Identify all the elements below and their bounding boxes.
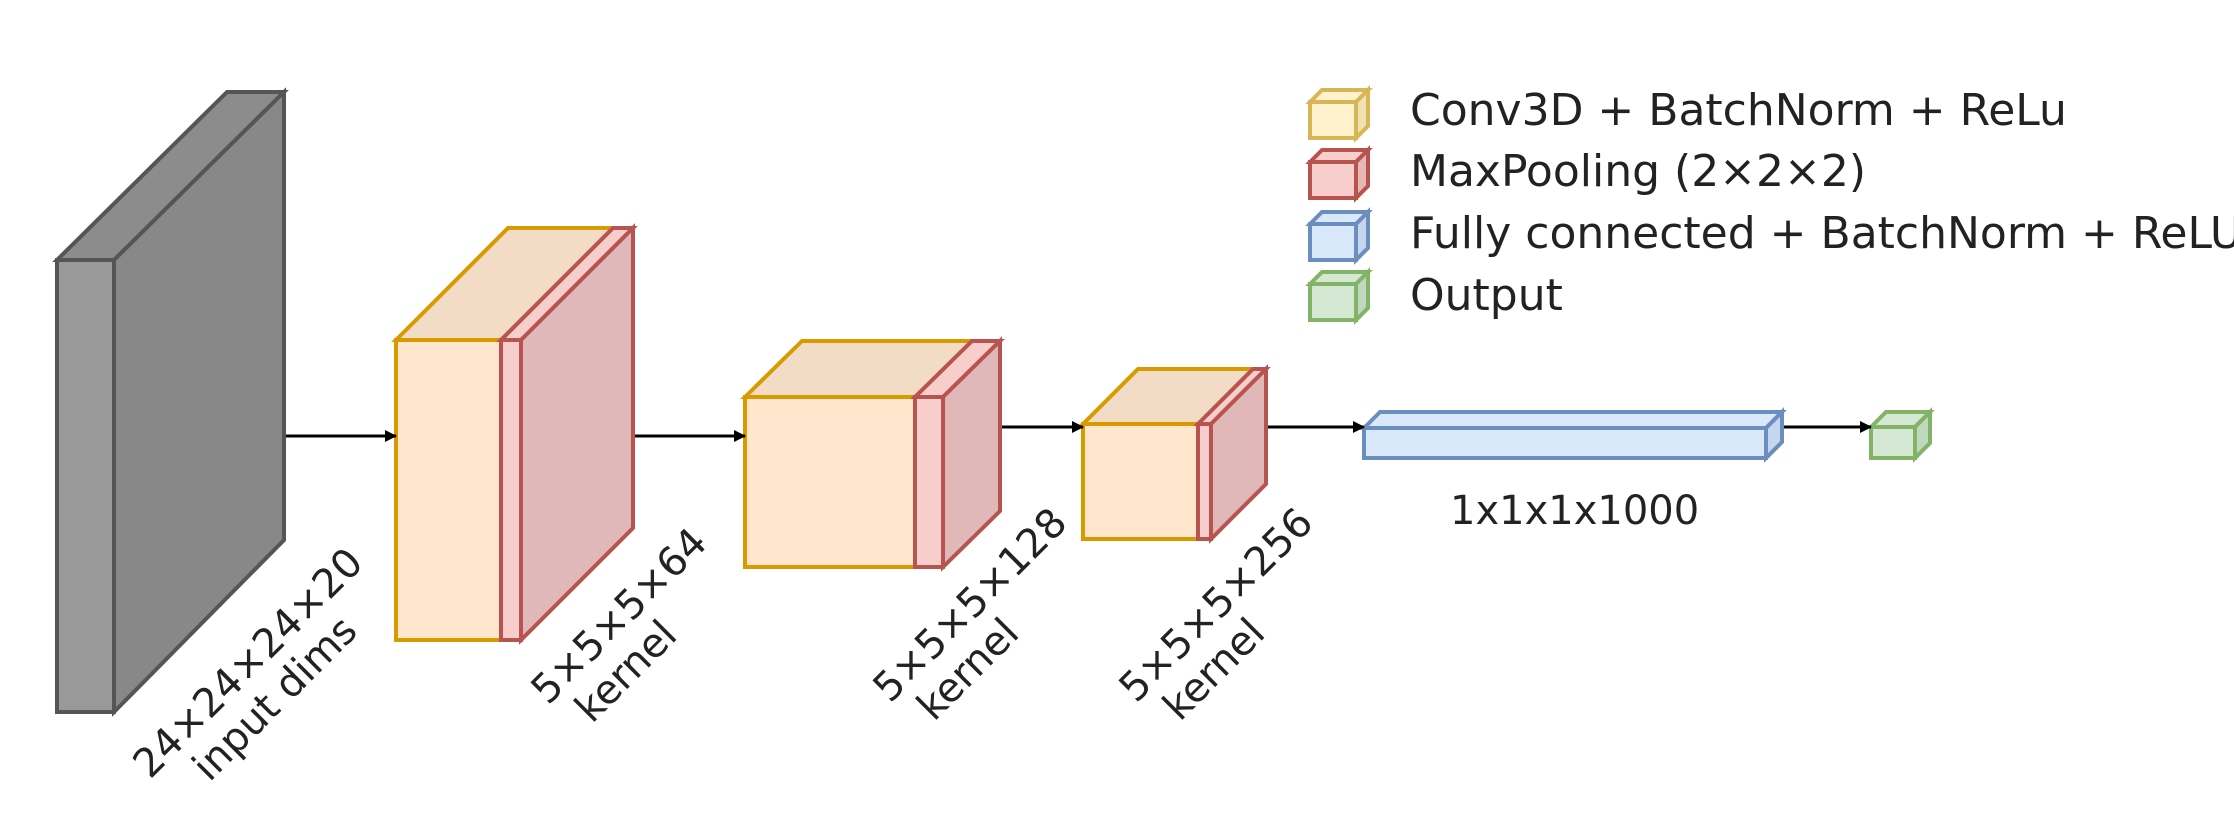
fc-block-front: [1362, 426, 1768, 460]
legend-item-conv: Conv3D + BatchNorm + ReLu: [1305, 85, 2067, 143]
pool-cube-icon: [1305, 145, 1373, 203]
fc-block: [1359, 407, 1787, 463]
pool-block-3-front: [1196, 422, 1213, 541]
legend: Conv3D + BatchNorm + ReLu MaxPooling (2×…: [1305, 85, 2234, 325]
conv-block-1-front: [394, 338, 503, 642]
input-block: [52, 87, 289, 717]
conv-block-1: [391, 223, 638, 645]
arrows: [286, 421, 1872, 442]
legend-item-fc: Fully connected + BatchNorm + ReLU: [1305, 207, 2234, 265]
pool-block-1-front: [499, 338, 523, 642]
fc-cube-icon: [1305, 207, 1373, 265]
legend-item-pool: MaxPooling (2×2×2): [1305, 145, 1866, 203]
conv-block-2-front: [743, 395, 917, 569]
input-block-front: [55, 258, 116, 714]
output-block-front: [1869, 425, 1917, 460]
conv-block-2: [740, 336, 1005, 572]
conv-block-3: [1078, 364, 1271, 544]
legend-label-pool: MaxPooling (2×2×2): [1410, 146, 1866, 197]
fc-dims-label: 1x1x1x1000: [1450, 488, 1699, 534]
legend-item-output: Output: [1305, 267, 1563, 325]
conv-block-3-front: [1081, 422, 1200, 541]
legend-label-conv: Conv3D + BatchNorm + ReLu: [1410, 85, 2067, 136]
output-cube-icon: [1305, 267, 1373, 325]
pool-block-2-front: [913, 395, 945, 569]
legend-label-fc: Fully connected + BatchNorm + ReLU: [1410, 208, 2234, 259]
conv-cube-icon: [1305, 85, 1373, 143]
legend-label-output: Output: [1410, 270, 1563, 321]
output-block: [1866, 407, 1935, 463]
